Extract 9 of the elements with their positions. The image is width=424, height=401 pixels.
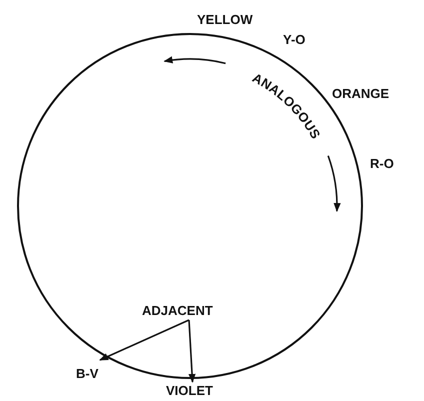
color-label: Y-O <box>283 32 306 48</box>
arrow <box>188 320 196 383</box>
color-label: B-V <box>76 366 98 382</box>
color-label: R-O <box>370 156 394 172</box>
color-label: ORANGE <box>332 86 390 102</box>
color-label: YELLOW <box>197 12 253 28</box>
color-label: ADJACENT <box>142 303 213 319</box>
arrow <box>99 319 190 361</box>
color-label: VIOLET <box>166 383 213 399</box>
